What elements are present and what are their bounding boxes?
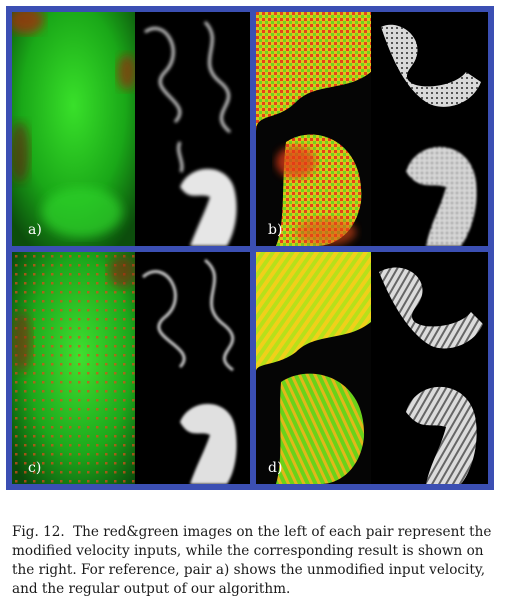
velocity-image-b	[256, 12, 371, 246]
velocity-image-c	[12, 252, 135, 484]
panel-label-d: d)	[268, 460, 283, 476]
result-image-c	[135, 252, 250, 484]
result-image-d	[371, 252, 488, 484]
figure-caption: Fig. 12. The red&green images on the lef…	[12, 523, 498, 599]
caption-text: The red&green images on the left of each…	[12, 523, 492, 597]
panel-label-a: a)	[28, 222, 42, 238]
result-image-b	[371, 12, 488, 246]
velocity-image-a	[12, 12, 135, 246]
figure-12: a) b) c) d)	[6, 6, 494, 490]
figure-number: Fig. 12.	[12, 523, 65, 540]
velocity-image-d	[256, 252, 371, 484]
result-image-a	[135, 12, 250, 246]
panel-label-b: b)	[268, 222, 283, 238]
panel-label-c: c)	[28, 460, 42, 476]
